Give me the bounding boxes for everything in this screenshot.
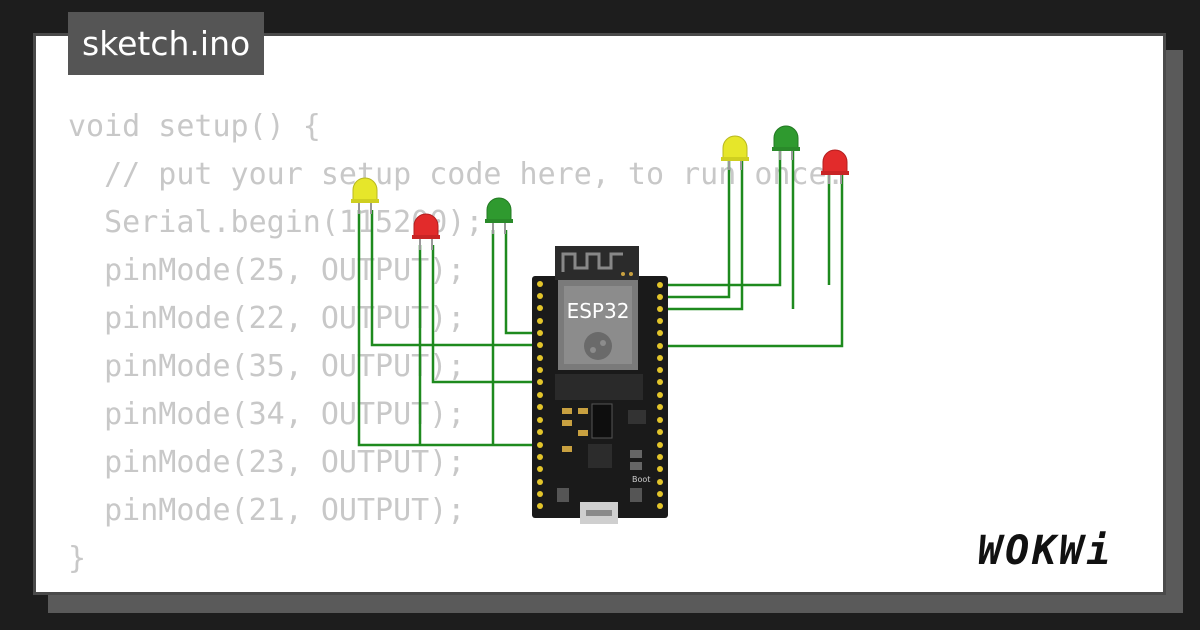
left-pin-header — [537, 281, 543, 509]
led-green-right[interactable] — [772, 125, 800, 160]
code-line: // put your setup code here, to run once… — [68, 157, 845, 192]
code-line: } — [68, 541, 87, 576]
wire — [370, 210, 540, 347]
boot-label: Boot — [632, 475, 650, 484]
code-line: void setup() { — [68, 109, 321, 144]
code-line: pinMode(21, OUTPUT); — [68, 493, 466, 528]
code-line: pinMode(23, OUTPUT); — [68, 445, 466, 480]
right-pin-header — [657, 282, 663, 509]
wire — [660, 148, 782, 287]
filename-tab[interactable]: sketch.ino — [68, 12, 265, 75]
wire — [660, 172, 844, 348]
esp32-board[interactable]: ESP32 Boot — [532, 246, 668, 524]
wires — [357, 148, 844, 447]
wire — [504, 230, 540, 335]
wire — [357, 210, 540, 447]
led-green-left[interactable] — [485, 197, 513, 234]
code-line: pinMode(34, OUTPUT); — [68, 397, 466, 432]
wire — [660, 158, 744, 311]
code-line: pinMode(25, OUTPUT); — [68, 253, 466, 288]
led-red-right[interactable] — [821, 149, 849, 184]
board-label: ESP32 — [567, 299, 630, 323]
code-line: pinMode(22, OUTPUT); — [68, 301, 466, 336]
led-red-left[interactable] — [412, 213, 440, 250]
wire — [660, 158, 731, 299]
led-yellow-right[interactable] — [721, 135, 749, 170]
wire — [431, 245, 540, 384]
led-yellow-left[interactable] — [351, 177, 379, 214]
boot-button[interactable] — [630, 488, 642, 502]
wokwi-logo: WOKWi — [978, 528, 1114, 574]
en-button[interactable] — [557, 488, 569, 502]
code-line: pinMode(35, OUTPUT); — [68, 349, 466, 384]
